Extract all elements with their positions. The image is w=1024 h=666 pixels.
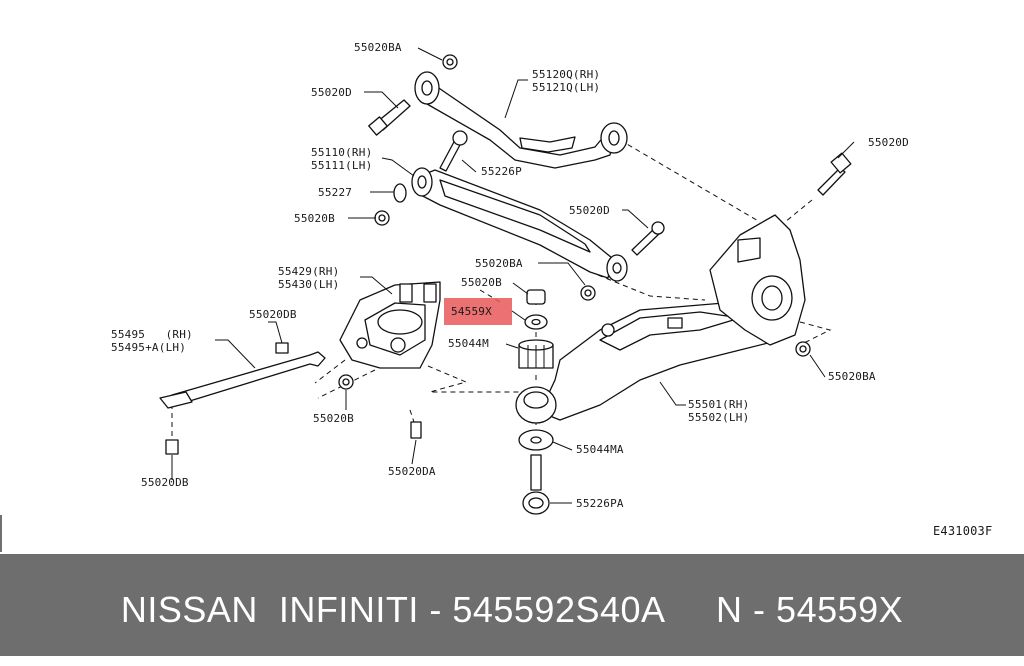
label-55120q: 55120Q(RH) bbox=[532, 68, 600, 81]
highlight-box bbox=[444, 298, 512, 325]
label-55110: 55110(RH) bbox=[311, 146, 372, 159]
label-55121q: 55121Q(LH) bbox=[532, 81, 600, 94]
label-55020b-stack: 55020B bbox=[461, 276, 502, 289]
label-55020da: 55020DA bbox=[388, 465, 436, 478]
label-55495: 55495 (RH) bbox=[111, 328, 193, 341]
label-55020d-mid: 55020D bbox=[569, 204, 610, 217]
diagram-code: E431003F bbox=[933, 524, 992, 538]
assembly-lines bbox=[171, 139, 832, 490]
parts-diagram: 55020BA 55020D 55120Q(RH) 55121Q(LH) 551… bbox=[0, 41, 992, 552]
upper-link-part bbox=[414, 71, 628, 169]
part-labels: 55020BA 55020D 55120Q(RH) 55121Q(LH) 551… bbox=[111, 41, 992, 538]
label-55502: 55502(LH) bbox=[688, 411, 749, 424]
label-55226p: 55226P bbox=[481, 165, 522, 178]
bracket-part bbox=[339, 281, 441, 369]
label-55020ba-top: 55020BA bbox=[354, 41, 402, 54]
label-55495a: 55495+A(LH) bbox=[111, 341, 186, 354]
label-55227: 55227 bbox=[318, 186, 352, 199]
footer-part-text: NISSAN INFINITI - 545592S40A N - 54559X bbox=[120, 589, 904, 630]
label-55226pa: 55226PA bbox=[576, 497, 624, 510]
label-55020b-bottom: 55020B bbox=[313, 412, 354, 425]
fasteners bbox=[165, 54, 852, 455]
stabilizer-link-part bbox=[159, 351, 326, 409]
knuckle-part bbox=[709, 214, 806, 346]
label-55429: 55429(RH) bbox=[278, 265, 339, 278]
label-55111: 55111(LH) bbox=[311, 159, 372, 172]
label-55044m: 55044M bbox=[448, 337, 489, 350]
label-55430: 55430(LH) bbox=[278, 278, 339, 291]
label-55020b-mid: 55020B bbox=[294, 212, 335, 225]
label-54559x: 54559X bbox=[451, 305, 492, 318]
leader-lines bbox=[171, 47, 855, 504]
label-55501: 55501(RH) bbox=[688, 398, 749, 411]
lower-link-part bbox=[411, 167, 628, 282]
label-55044ma: 55044MA bbox=[576, 443, 624, 456]
label-55020ba-mid: 55020BA bbox=[475, 257, 523, 270]
label-55020db-top: 55020DB bbox=[249, 308, 297, 321]
label-55020db-bottom: 55020DB bbox=[141, 476, 189, 489]
footer-banner: NISSAN INFINITI - 545592S40A N - 54559X bbox=[0, 554, 1024, 656]
label-55020ba-right: 55020BA bbox=[828, 370, 876, 383]
label-55020d-right: 55020D bbox=[868, 136, 909, 149]
bushing-stack bbox=[515, 289, 557, 515]
label-55020d-top: 55020D bbox=[311, 86, 352, 99]
